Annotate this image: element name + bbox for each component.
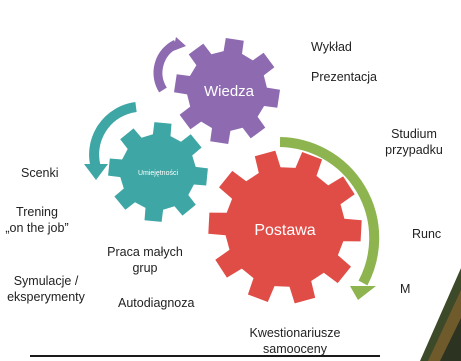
gear-label-wiedza: Wiedza bbox=[204, 83, 255, 100]
label-kwest-line2: samooceny bbox=[263, 342, 327, 356]
curved-arrow-teal bbox=[89, 102, 137, 170]
label-m-cut: M bbox=[400, 282, 411, 296]
gear-label-umiejetnosci: Umiejętności bbox=[138, 170, 179, 177]
label-wyklad: Wykład bbox=[311, 40, 352, 54]
label-trening-line1: Trening bbox=[16, 205, 58, 219]
label-kwestionariusze: Kwestionariusze samooceny bbox=[240, 325, 350, 357]
attitude-gear-hub bbox=[255, 197, 315, 257]
label-trening: Trening „on the job” bbox=[0, 204, 74, 236]
label-symulacje-line1: Symulacje / bbox=[13, 274, 79, 288]
bottom-divider bbox=[30, 355, 380, 357]
label-studium-line1: Studium bbox=[391, 127, 437, 141]
label-autodiagnoza: Autodiagnoza bbox=[118, 296, 195, 310]
label-symulacje-line2: eksperymenty bbox=[7, 290, 85, 304]
label-praca-malych-grup: Praca małych grup bbox=[100, 244, 190, 276]
label-scenki: Scenki bbox=[21, 166, 59, 180]
label-praca-line1: Praca małych bbox=[107, 245, 183, 259]
arrow-head-teal bbox=[84, 164, 108, 180]
label-runda-cut: Runc bbox=[412, 227, 442, 241]
knowledge-gear-hub bbox=[209, 73, 245, 109]
label-symulacje: Symulacje / eksperymenty bbox=[2, 273, 90, 305]
label-studium-line2: przypadku bbox=[385, 143, 443, 157]
gear-label-postawa: Postawa bbox=[254, 222, 315, 239]
arrow-head-purple bbox=[173, 37, 186, 51]
label-praca-line2: grup bbox=[132, 261, 158, 275]
label-studium-przypadku: Studium przypadku bbox=[380, 126, 448, 158]
curved-arrow-purple bbox=[153, 39, 179, 93]
label-kwest-line1: Kwestionariusze bbox=[249, 326, 341, 340]
skills-gear bbox=[108, 122, 208, 222]
arrow-head-green bbox=[350, 286, 376, 300]
label-trening-line2: „on the job” bbox=[5, 221, 69, 235]
label-prezentacja: Prezentacja bbox=[311, 70, 378, 84]
curved-arrow-green bbox=[279, 137, 380, 286]
photo-fragment bbox=[420, 268, 461, 361]
